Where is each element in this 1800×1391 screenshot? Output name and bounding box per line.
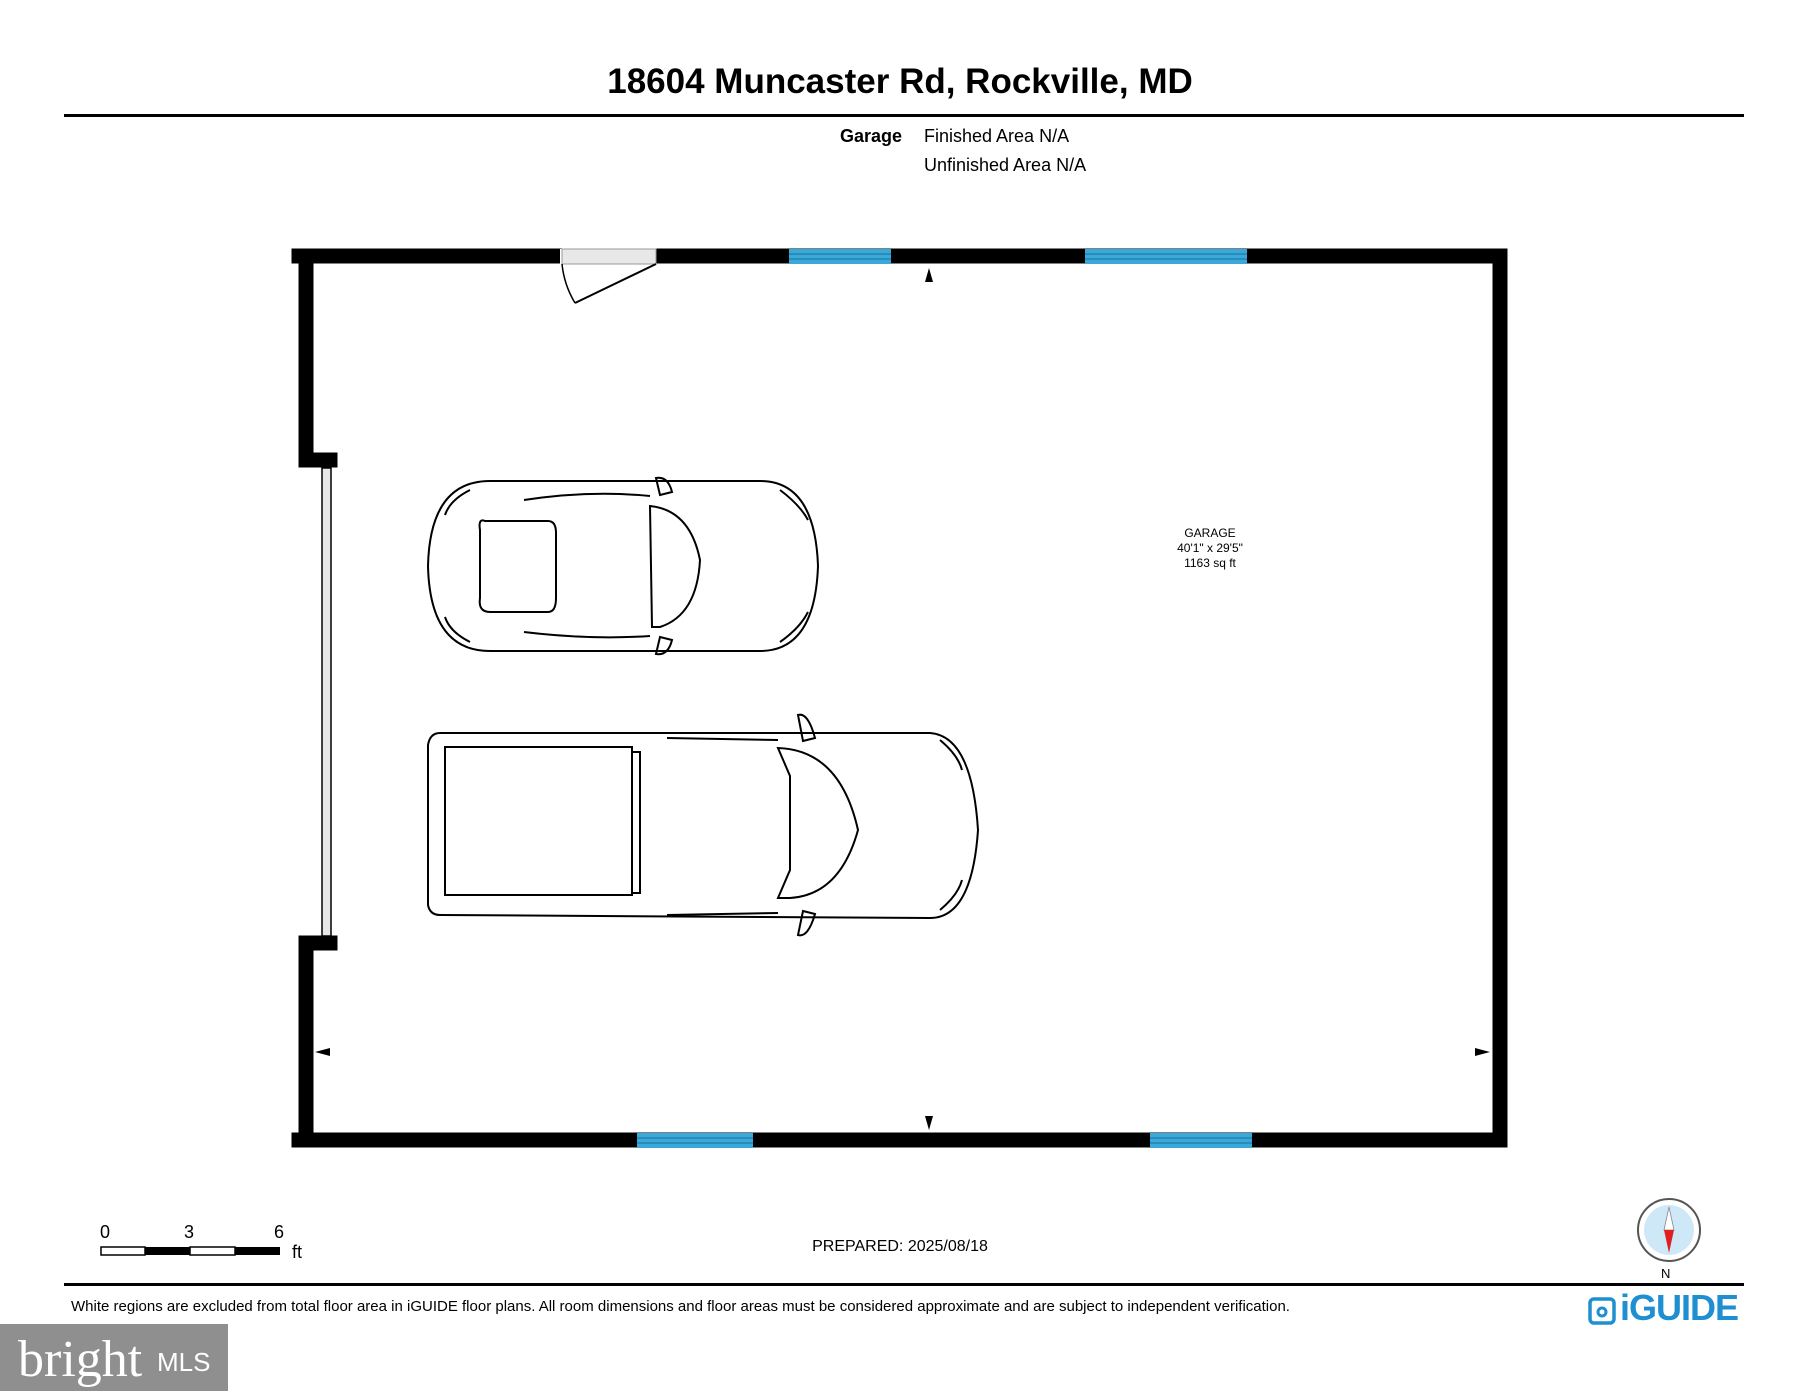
garage-door <box>321 467 332 937</box>
bright-word: bright <box>18 1331 143 1388</box>
scale-tick-0: 0 <box>100 1222 111 1242</box>
dimension-markers <box>315 268 1490 1130</box>
entry-door <box>560 248 657 304</box>
car-sedan <box>426 476 820 656</box>
header-divider <box>64 114 1744 117</box>
iguide-logo: iGUIDE <box>1620 1287 1739 1328</box>
room-dimensions: 40'1" x 29'5" <box>1177 541 1243 555</box>
compass-label: N <box>1661 1266 1671 1281</box>
bright-mls-watermark: bright MLS <box>0 1324 228 1391</box>
garage-walls <box>291 248 1508 1148</box>
car-pickup <box>427 713 980 937</box>
page-title: 18604 Muncaster Rd, Rockville, MD <box>607 62 1193 101</box>
scale-tick-3: 3 <box>184 1222 195 1242</box>
room-name: GARAGE <box>1184 526 1235 540</box>
finished-area: Finished Area N/A <box>924 126 1070 146</box>
window-bottom-2 <box>1150 1133 1252 1148</box>
compass-icon <box>1637 1198 1701 1262</box>
level-label: Garage <box>840 126 903 146</box>
disclaimer: White regions are excluded from total fl… <box>71 1298 1290 1315</box>
prepared-date: PREPARED: 2025/08/18 <box>812 1238 988 1255</box>
scale-tick-6: 6 <box>274 1222 285 1242</box>
room-label: GARAGE 40'1" x 29'5" 1163 sq ft <box>1177 526 1243 570</box>
iguide-logo-icon <box>1588 1297 1616 1325</box>
scale-unit: ft <box>292 1242 303 1262</box>
window-bottom-1 <box>637 1133 753 1148</box>
unfinished-area: Unfinished Area N/A <box>924 155 1087 175</box>
windows <box>637 249 1252 1148</box>
mls-word: MLS <box>157 1347 211 1377</box>
room-area: 1163 sq ft <box>1184 556 1236 570</box>
window-top-1 <box>789 249 891 264</box>
window-top-2 <box>1085 249 1247 264</box>
footer-divider <box>64 1283 1744 1286</box>
scale-bar <box>100 1246 280 1256</box>
